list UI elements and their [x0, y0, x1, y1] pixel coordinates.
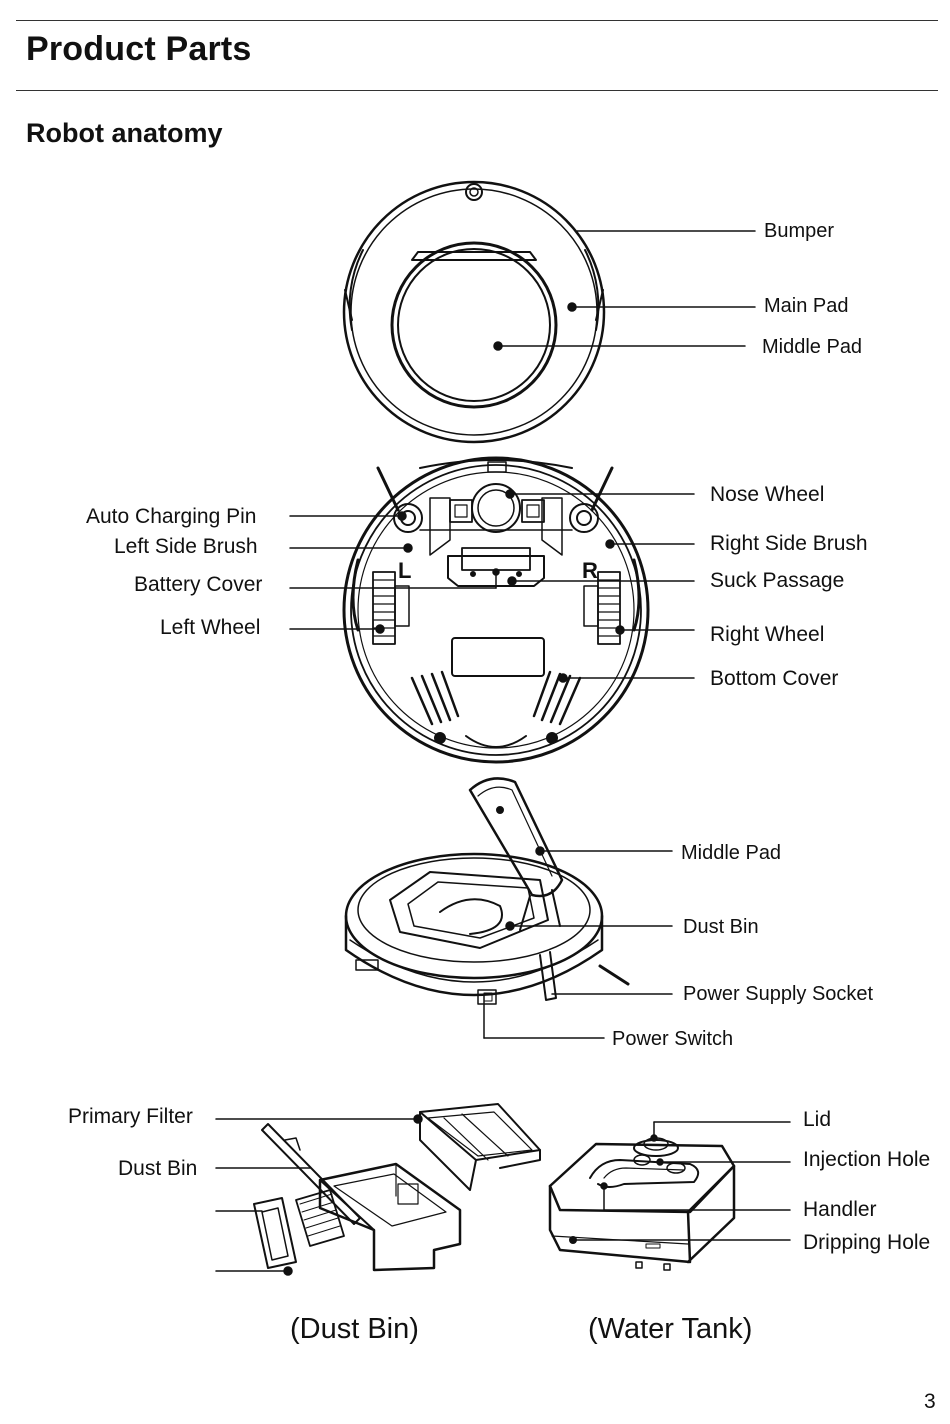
page-number: 3 — [924, 1390, 936, 1413]
water-tank-leaders — [572, 1121, 791, 1241]
label-right-side-brush: Right Side Brush — [710, 532, 868, 555]
label-lid: Lid — [803, 1108, 832, 1131]
label-right-wheel: Right Wheel — [710, 623, 825, 646]
robot-bottom-view — [342, 456, 650, 764]
robot-open-view — [344, 777, 630, 1005]
top-view-leaders — [493, 230, 756, 351]
label-dripping-hole: Dripping Hole — [803, 1231, 931, 1254]
top-rule — [16, 20, 938, 21]
label-suck-passage: Suck Passage — [710, 569, 845, 592]
label-nose-wheel: Nose Wheel — [710, 483, 825, 506]
caption-water-tank: (Water Tank) — [588, 1313, 753, 1345]
label-power-switch: Power Switch — [612, 1028, 734, 1050]
dust-bin-drawing — [253, 1103, 541, 1272]
label-left-side-brush: Left Side Brush — [114, 535, 258, 558]
left-mark: L — [398, 558, 412, 583]
label-open-middle-pad: Middle Pad — [681, 842, 782, 864]
right-mark: R — [582, 558, 598, 583]
label-bumper: Bumper — [764, 220, 835, 242]
label-left-wheel: Left Wheel — [160, 616, 261, 639]
label-primary-filter: Primary Filter — [68, 1105, 193, 1128]
title-rule — [16, 90, 938, 91]
label-auto-charging-pin: Auto Charging Pin — [86, 505, 257, 528]
dust-bin-leaders — [215, 1114, 423, 1276]
label-power-supply-socket: Power Supply Socket — [683, 983, 874, 1005]
open-view-leaders — [483, 846, 673, 1039]
label-middle-pad: Middle Pad — [762, 336, 863, 358]
label-bottom-cover: Bottom Cover — [710, 667, 839, 690]
robot-top-view — [342, 180, 606, 444]
section-title: Robot anatomy — [26, 118, 223, 148]
label-main-pad: Main Pad — [764, 295, 849, 317]
label-battery-cover: Battery Cover — [134, 573, 263, 596]
bottom-view-leaders — [289, 489, 695, 683]
label-open-dust-bin: Dust Bin — [683, 916, 759, 938]
label-dust-bin: Dust Bin — [118, 1157, 198, 1180]
caption-dust-bin: (Dust Bin) — [290, 1313, 419, 1345]
page-title: Product Parts — [26, 30, 252, 68]
water-tank-drawing — [548, 1137, 736, 1271]
label-handler: Handler — [803, 1198, 877, 1221]
label-injection-hole: Injection Hole — [803, 1148, 931, 1171]
